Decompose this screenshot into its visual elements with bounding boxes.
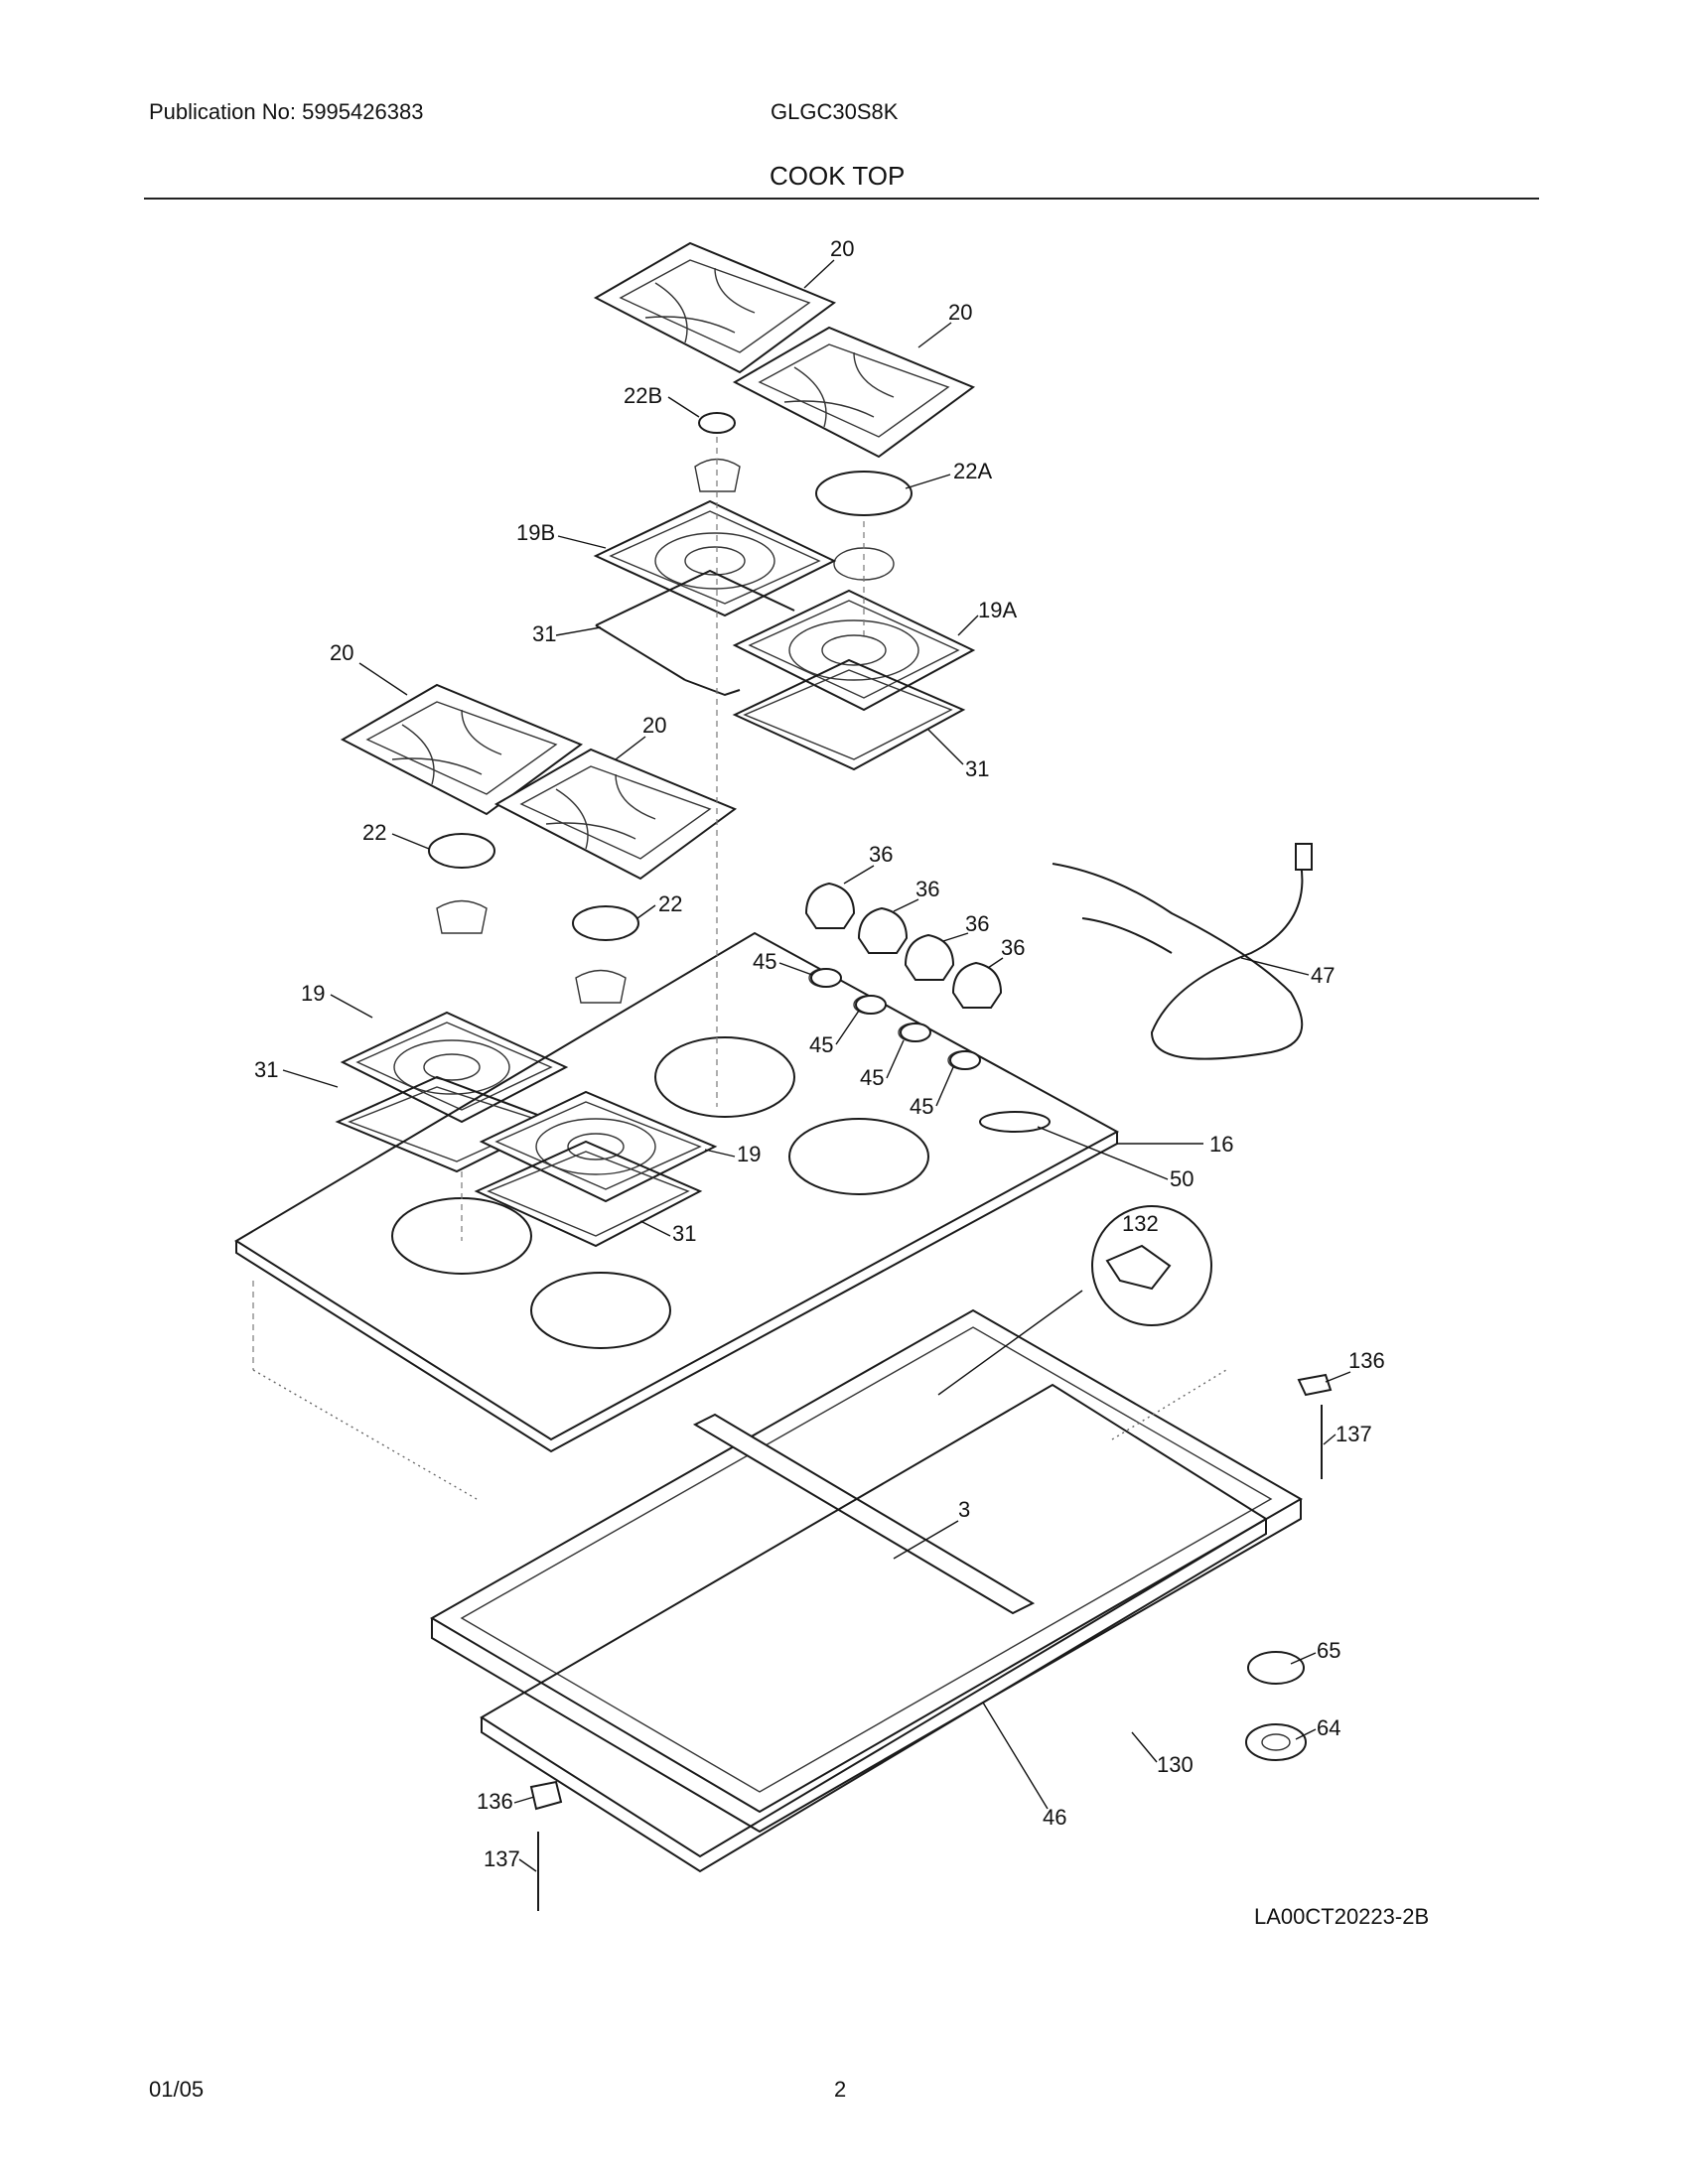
burner-head-top-left xyxy=(694,458,741,492)
glass-cooktop-16 xyxy=(234,931,1120,1453)
callout-20: 20 xyxy=(830,236,854,261)
page-number: 2 xyxy=(834,2077,847,2102)
callout-31: 31 xyxy=(254,1057,278,1082)
callout-31: 31 xyxy=(672,1221,696,1246)
callout-19: 19 xyxy=(737,1142,761,1166)
power-cord-47 xyxy=(1052,843,1313,1060)
grommets-64-65 xyxy=(1245,1651,1307,1761)
callout-46: 46 xyxy=(1043,1805,1066,1830)
callout-22: 22 xyxy=(362,820,386,845)
callout-137: 137 xyxy=(484,1846,520,1871)
burner-pan-19b xyxy=(593,499,837,617)
callout-22a: 22A xyxy=(953,459,992,483)
callout-22: 22 xyxy=(658,891,682,916)
callout-132: 132 xyxy=(1122,1211,1159,1236)
burner-cap-22-right xyxy=(572,905,639,941)
footer-date: 01/05 xyxy=(149,2077,205,2102)
grate-20-left-back xyxy=(340,683,584,816)
diagram-code: LA00CT20223-2B xyxy=(1254,1904,1430,1929)
hardware-136-137 xyxy=(529,1373,1333,1911)
callout-19b: 19B xyxy=(516,520,555,545)
support-bracket-3 xyxy=(692,1413,1036,1615)
callout-36: 36 xyxy=(1001,935,1025,960)
callout-136: 136 xyxy=(477,1789,513,1814)
callout-50: 50 xyxy=(1170,1166,1194,1191)
callout-19a: 19A xyxy=(978,598,1017,622)
burner-pan-19-left xyxy=(340,1011,569,1124)
callout-20: 20 xyxy=(330,640,353,665)
model-number: GLGC30S8K xyxy=(771,99,899,124)
callout-45: 45 xyxy=(809,1032,833,1057)
callout-3: 3 xyxy=(958,1497,970,1522)
grate-20-left-front xyxy=(493,748,738,881)
callout-45: 45 xyxy=(860,1065,884,1090)
callout-65: 65 xyxy=(1317,1638,1340,1663)
leader-lines xyxy=(282,259,1351,1872)
publication-number: Publication No: 5995426383 xyxy=(149,99,424,124)
burner-pan-19a xyxy=(732,589,976,712)
burner-cap-22-left xyxy=(428,833,495,869)
callout-64: 64 xyxy=(1317,1715,1340,1740)
burner-head-left xyxy=(436,899,627,1004)
callout-47: 47 xyxy=(1311,963,1335,988)
callout-36: 36 xyxy=(869,842,893,867)
callout-31: 31 xyxy=(532,621,556,646)
callout-31: 31 xyxy=(965,756,989,781)
callout-20: 20 xyxy=(642,713,666,738)
callout-36: 36 xyxy=(965,911,989,936)
header-rule xyxy=(144,198,1539,200)
callout-45: 45 xyxy=(753,949,776,974)
callout-137: 137 xyxy=(1336,1422,1372,1446)
burner-cap-22b xyxy=(698,412,736,434)
callout-130: 130 xyxy=(1157,1752,1194,1777)
detail-132-circle xyxy=(937,1205,1212,1396)
gasket-31-upper-right xyxy=(732,658,966,771)
grate-20-top-left xyxy=(593,241,837,374)
callout-36: 36 xyxy=(915,877,939,901)
callout-16: 16 xyxy=(1209,1132,1233,1157)
callout-20: 20 xyxy=(948,300,972,325)
bottom-plate-130 xyxy=(480,1383,1268,1873)
gasket-31-right xyxy=(474,1140,703,1248)
frame-46 xyxy=(430,1308,1304,1834)
control-knobs-36 xyxy=(804,882,1003,1009)
callout-22b: 22B xyxy=(624,383,662,408)
gasket-31-upper-left xyxy=(595,569,795,697)
callout-labels: 20 20 22B 22A 19B 19A 31 31 20 20 22 22 … xyxy=(254,236,1385,1871)
burner-head-19a-top xyxy=(833,547,895,581)
page-title: COOK TOP xyxy=(770,161,906,191)
callout-45: 45 xyxy=(910,1094,933,1119)
callout-19: 19 xyxy=(301,981,325,1006)
grate-20-top-right xyxy=(732,326,976,459)
burner-cap-22a xyxy=(815,471,913,516)
knob-bezels-45 xyxy=(810,968,981,1070)
callout-136: 136 xyxy=(1348,1348,1385,1373)
